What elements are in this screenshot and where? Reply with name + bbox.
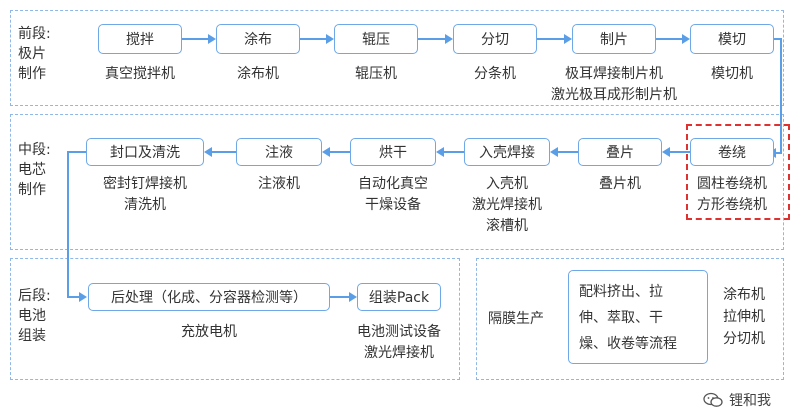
watermark: 锂和我 <box>703 390 771 410</box>
caption-pack-assembly: 电池测试设备 激光焊接机 <box>357 324 441 361</box>
caption-sealing-cleaning: 密封钉焊接机 清洗机 <box>103 176 187 213</box>
connector-line <box>67 296 79 298</box>
step-box-tab-making: 制片 <box>572 24 656 54</box>
arrow-line <box>656 38 682 40</box>
arrow-line <box>444 151 464 153</box>
arrow-line <box>418 38 445 40</box>
caption-casing-welding: 入壳机 激光焊接机 滚槽机 <box>472 176 542 234</box>
step-box-stacking: 叠片 <box>578 138 662 166</box>
arrow-head <box>326 34 334 44</box>
arrow-line <box>330 151 350 153</box>
arrow-head <box>349 292 357 302</box>
arrow-line <box>330 296 349 298</box>
step-box-filling: 注液 <box>236 138 322 166</box>
arrow-line <box>558 151 578 153</box>
separator-section <box>476 258 784 380</box>
arrow-line <box>537 38 564 40</box>
arrow-line <box>300 38 326 40</box>
separator-process-box: 配料挤出、拉 伸、萃取、干 燥、收卷等流程 <box>568 270 708 364</box>
connector-line <box>780 38 782 154</box>
arrow-line <box>212 151 236 153</box>
step-box-casing-welding: 入壳焊接 <box>464 138 550 166</box>
middle-section-label: 中段: 电芯 制作 <box>18 142 51 198</box>
arrow-head <box>445 34 453 44</box>
step-box-post-processing: 后处理（化成、分容器检测等） <box>88 283 330 311</box>
front-section-label: 前段: 极片 制作 <box>18 26 51 82</box>
caption-winding: 圆柱卷绕机 方形卷绕机 <box>697 176 767 213</box>
highlight-winding <box>686 124 790 220</box>
connector-line <box>776 152 782 154</box>
separator-equipment-caption: 涂布机 拉伸机 分切机 <box>723 287 765 347</box>
step-box-pack-assembly: 组装Pack <box>357 283 441 311</box>
connector-line <box>774 38 782 40</box>
arrow-line <box>670 151 690 153</box>
connector-line <box>67 151 69 297</box>
caption-coating: 涂布机 <box>237 66 279 82</box>
caption-tab-making: 极耳焊接制片机 激光极耳成形制片机 <box>551 66 677 103</box>
arrow-line <box>182 38 208 40</box>
arrow-head <box>436 147 444 157</box>
caption-drying: 自动化真空 干燥设备 <box>358 176 428 213</box>
caption-filling: 注液机 <box>258 176 300 192</box>
front-section <box>10 10 784 106</box>
arrow-head <box>208 34 216 44</box>
connector-line <box>67 151 86 153</box>
step-box-die-cutting: 模切 <box>690 24 774 54</box>
back-section-label: 后段: 电池 组装 <box>18 288 51 344</box>
caption-post-processing: 充放电机 <box>181 324 237 340</box>
step-box-mixing: 搅拌 <box>98 24 182 54</box>
arrow-head <box>79 292 87 302</box>
watermark-text: 锂和我 <box>729 393 771 409</box>
step-box-rolling: 辊压 <box>334 24 418 54</box>
wechat-icon <box>703 392 723 407</box>
arrow-head <box>682 34 690 44</box>
step-box-drying: 烘干 <box>350 138 436 166</box>
step-box-coating: 涂布 <box>216 24 300 54</box>
back-section <box>10 258 460 380</box>
separator-production-label: 隔膜生产 <box>488 311 544 327</box>
arrow-head <box>322 147 330 157</box>
caption-mixing: 真空搅拌机 <box>105 66 175 82</box>
arrow-head <box>204 147 212 157</box>
step-box-sealing-cleaning: 封口及清洗 <box>86 138 204 166</box>
step-box-slitting: 分切 <box>453 24 537 54</box>
caption-die-cutting: 模切机 <box>711 66 753 82</box>
arrow-head <box>550 147 558 157</box>
middle-section <box>10 114 784 250</box>
step-box-winding: 卷绕 <box>690 138 774 166</box>
caption-stacking: 叠片机 <box>599 176 641 192</box>
caption-rolling: 辊压机 <box>355 66 397 82</box>
arrow-head <box>564 34 572 44</box>
arrow-head <box>662 147 670 157</box>
caption-slitting: 分条机 <box>474 66 516 82</box>
